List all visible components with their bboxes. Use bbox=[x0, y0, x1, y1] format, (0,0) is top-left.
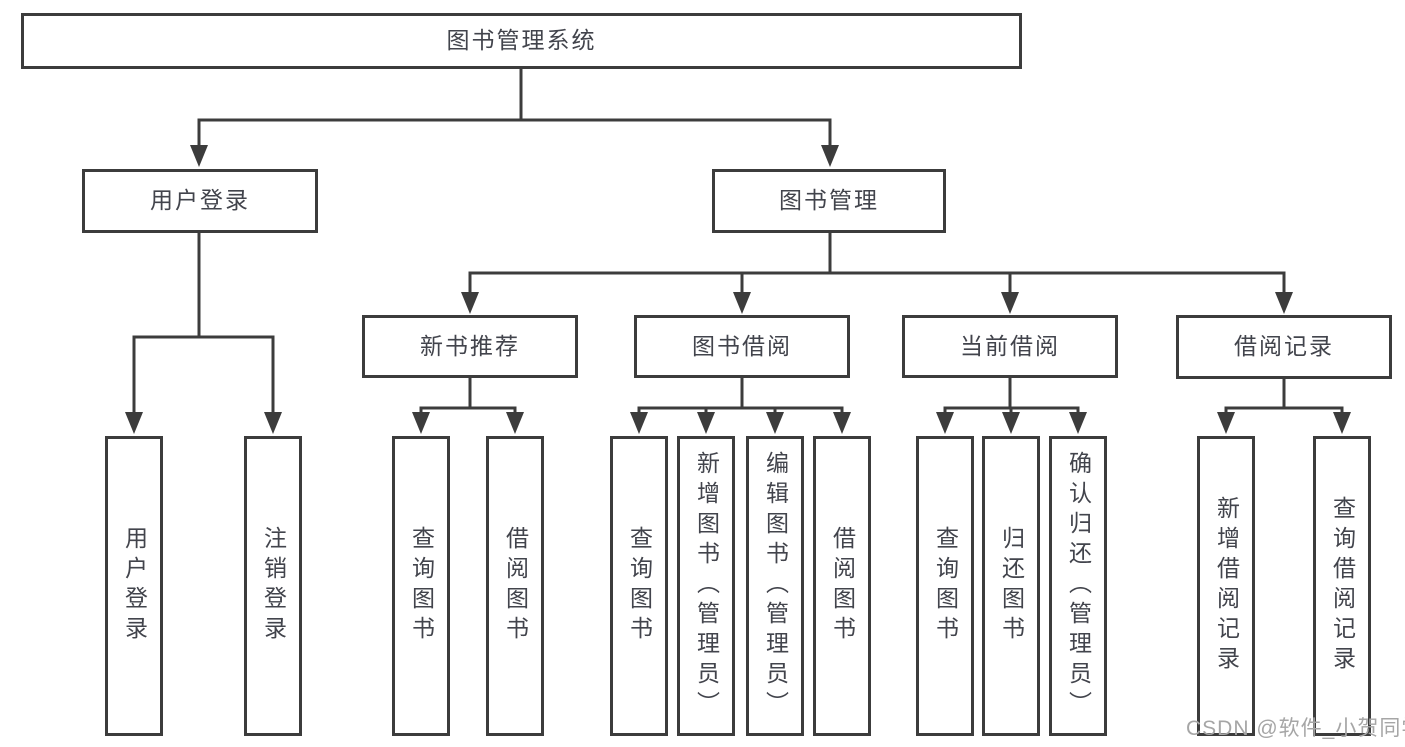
node-label: 查询图书 bbox=[408, 526, 435, 646]
arrowhead-icon bbox=[1333, 412, 1351, 434]
arrowhead-icon bbox=[125, 412, 143, 434]
node-new-book-recommendation: 新书推荐 bbox=[362, 315, 578, 378]
arrowhead-icon bbox=[1001, 292, 1019, 314]
node-library-management-system: 图书管理系统 bbox=[21, 13, 1022, 69]
node-label: 确认归还（管理员） bbox=[1065, 451, 1092, 721]
node-book-borrowing: 图书借阅 bbox=[634, 315, 850, 378]
leaf-logout-login: 注销登录 bbox=[244, 436, 302, 736]
leaf-edit-books-admin: 编辑图书（管理员） bbox=[746, 436, 804, 736]
node-label: 注销登录 bbox=[260, 526, 287, 646]
node-label: 查询图书 bbox=[932, 526, 959, 646]
arrowhead-icon bbox=[1275, 292, 1293, 314]
arrowhead-icon bbox=[630, 412, 648, 434]
arrowhead-icon bbox=[733, 292, 751, 314]
leaf-query-books-current: 查询图书 bbox=[916, 436, 974, 736]
node-label: 新增图书（管理员） bbox=[693, 451, 720, 721]
connector-path bbox=[1224, 378, 1344, 414]
arrowhead-icon bbox=[412, 412, 430, 434]
node-label: 编辑图书（管理员） bbox=[762, 451, 789, 721]
connector-path bbox=[468, 233, 1286, 294]
leaf-query-books-borrowing: 查询图书 bbox=[610, 436, 668, 736]
watermark: CSDN @软件_小贺同学 bbox=[1186, 717, 1405, 740]
node-label: 借阅图书 bbox=[829, 526, 856, 646]
node-label: 用户登录 bbox=[121, 526, 148, 646]
node-label: 用户登录 bbox=[150, 187, 250, 214]
leaf-borrow-books-recommend: 借阅图书 bbox=[486, 436, 544, 736]
node-label: 图书管理系统 bbox=[446, 27, 597, 54]
leaf-user-login: 用户登录 bbox=[105, 436, 163, 736]
connector-path bbox=[197, 118, 832, 147]
node-label: 新书推荐 bbox=[420, 332, 520, 359]
arrowhead-icon bbox=[833, 412, 851, 434]
node-book-management: 图书管理 bbox=[712, 169, 946, 233]
arrowhead-icon bbox=[766, 412, 784, 434]
leaf-query-borrow-record: 查询借阅记录 bbox=[1313, 436, 1371, 736]
leaf-add-books-admin: 新增图书（管理员） bbox=[677, 436, 735, 736]
arrowhead-icon bbox=[264, 412, 282, 434]
arrowhead-icon bbox=[697, 412, 715, 434]
arrowhead-icon bbox=[1002, 412, 1020, 434]
arrowhead-icon bbox=[821, 145, 839, 167]
connector-path bbox=[943, 378, 1080, 414]
leaf-query-books-recommend: 查询图书 bbox=[392, 436, 450, 736]
node-label: 新增借阅记录 bbox=[1213, 496, 1240, 676]
connector-path bbox=[419, 378, 517, 414]
arrowhead-icon bbox=[1069, 412, 1087, 434]
arrowhead-icon bbox=[190, 145, 208, 167]
connector-path bbox=[637, 378, 844, 414]
arrowhead-icon bbox=[936, 412, 954, 434]
leaf-return-books: 归还图书 bbox=[982, 436, 1040, 736]
node-label: 图书管理 bbox=[779, 187, 879, 214]
connector-path bbox=[132, 233, 275, 414]
node-label: 当前借阅 bbox=[960, 332, 1060, 359]
arrowhead-icon bbox=[506, 412, 524, 434]
node-label: 归还图书 bbox=[998, 526, 1025, 646]
node-user-login: 用户登录 bbox=[82, 169, 318, 233]
node-label: 查询图书 bbox=[626, 526, 653, 646]
node-current-borrowing: 当前借阅 bbox=[902, 315, 1118, 378]
node-label: 查询借阅记录 bbox=[1329, 496, 1356, 676]
arrowhead-icon bbox=[461, 292, 479, 314]
node-label: 借阅图书 bbox=[502, 526, 529, 646]
node-borrowing-records: 借阅记录 bbox=[1176, 315, 1392, 379]
leaf-add-borrow-record: 新增借阅记录 bbox=[1197, 436, 1255, 736]
node-label: 借阅记录 bbox=[1234, 333, 1334, 360]
leaf-borrow-books-borrowing: 借阅图书 bbox=[813, 436, 871, 736]
node-label: 图书借阅 bbox=[692, 332, 792, 359]
arrowhead-icon bbox=[1217, 412, 1235, 434]
leaf-confirm-return-admin: 确认归还（管理员） bbox=[1049, 436, 1107, 736]
